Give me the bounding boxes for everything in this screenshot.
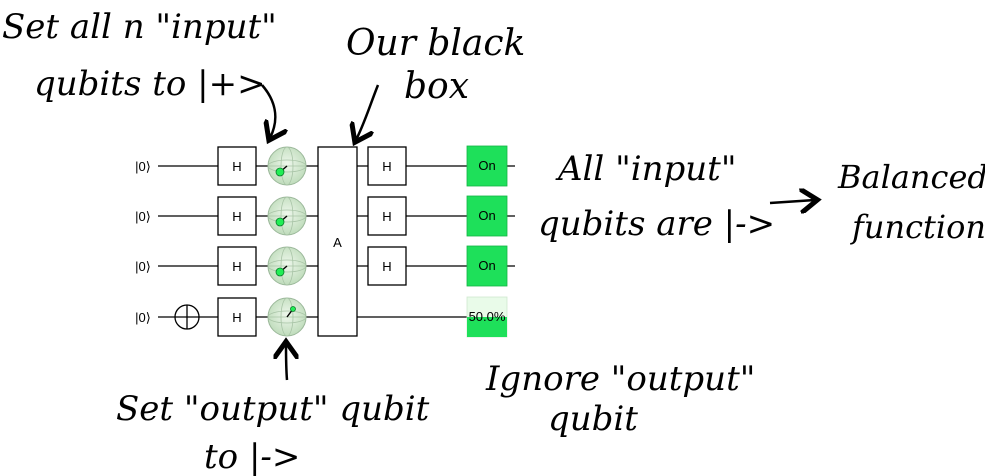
set-input-text-1: Set all n "input" [2,7,277,47]
balanced-arrow [769,200,815,203]
set-input-text-2: qubits to |+> [34,64,266,104]
all-input-text-2: qubits are |-> [538,204,775,244]
balanced-text-2: function [850,208,985,246]
oracle-label: A [333,235,342,250]
annotation-balanced: Balanced function [837,158,985,246]
ignore-text-1: Ignore "output" [485,359,755,399]
annotation-set-output: Set "output" qubit to |-> [116,344,430,476]
x-gate [174,304,200,330]
bloch-sphere [267,297,307,337]
hadamard-gate: H [367,146,407,186]
bloch-sphere [267,246,307,286]
output-probability-display: 50.0% [466,296,508,338]
svg-text:H: H [232,209,241,224]
output-label: On [478,158,495,173]
hadamard-column-2: H H H [367,146,407,286]
set-output-text-2: to |-> [204,437,300,476]
annotation-black-box: Our black box [346,23,525,140]
output-on-display: On [466,195,508,237]
qubit-init-label: |0⟩ [135,209,151,224]
black-box-arrow [356,84,380,140]
set-output-arrow [286,344,287,381]
bloch-point [290,306,296,312]
bloch-point [275,167,285,177]
balanced-text-1: Balanced [837,158,985,196]
output-label: On [478,258,495,273]
svg-text:H: H [232,259,241,274]
qubit-init-labels: |0⟩ |0⟩ |0⟩ |0⟩ [135,159,151,325]
svg-text:H: H [232,159,241,174]
set-output-text-1: Set "output" qubit [116,389,430,429]
hadamard-column-1: H H H H [217,146,257,337]
bloch-sphere [267,196,307,236]
output-on-display: On [466,245,508,287]
black-box-text-2: box [404,66,469,107]
bloch-sphere-column [267,146,307,337]
output-label: 50.0% [469,309,506,324]
qubit-init-label: |0⟩ [135,159,151,174]
set-input-arrow [261,84,275,138]
bloch-sphere [267,146,307,186]
hadamard-gate: H [217,297,257,337]
oracle-gate: A [317,146,358,337]
hadamard-gate: H [217,246,257,286]
hadamard-gate: H [217,146,257,186]
ignore-text-2: qubit [548,399,638,439]
bloch-point [275,267,285,277]
annotation-all-input: All "input" qubits are |-> [538,149,815,244]
output-label: On [478,208,495,223]
all-input-text-1: All "input" [555,149,736,189]
hadamard-gate: H [367,196,407,236]
output-on-display: On [466,145,508,187]
bloch-point [275,217,285,227]
annotation-ignore-output: Ignore "output" qubit [485,359,755,439]
svg-text:H: H [382,209,391,224]
svg-text:H: H [382,159,391,174]
hadamard-gate: H [367,246,407,286]
qubit-init-label: |0⟩ [135,310,151,325]
qubit-init-label: |0⟩ [135,259,151,274]
black-box-text-1: Our black [346,23,525,64]
svg-text:H: H [382,259,391,274]
annotation-set-input: Set all n "input" qubits to |+> [2,7,277,138]
svg-text:H: H [232,310,241,325]
hadamard-gate: H [217,196,257,236]
